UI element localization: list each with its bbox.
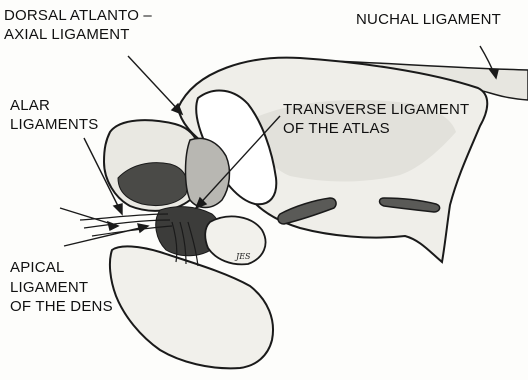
transverse-ligament-label-line2: OF THE ATLAS	[283, 119, 390, 138]
artist-signature: JES	[236, 252, 251, 261]
apical-ligament-label-line2: LIGAMENT	[10, 278, 88, 297]
alar-ligaments-label-line2: LIGAMENTS	[10, 115, 98, 134]
dorsal-atlanto-axial-label-line1: DORSAL ATLANTO –	[4, 6, 152, 25]
apical-ligament-label-line1: APICAL	[10, 258, 65, 277]
apical-ligament-label-line3: OF THE DENS	[10, 297, 113, 316]
nuchal-ligament-label: NUCHAL LIGAMENT	[356, 10, 501, 29]
dorsal-atlanto-axial-label-line2: AXIAL LIGAMENT	[4, 25, 130, 44]
alar-ligaments-label-line1: ALAR	[10, 96, 50, 115]
transverse-ligament-label-line1: TRANSVERSE LIGAMENT	[283, 100, 469, 119]
